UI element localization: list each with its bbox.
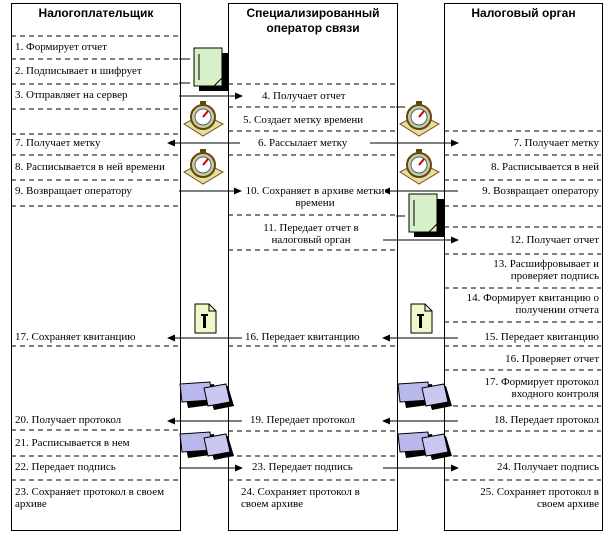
stopwatch-icon bbox=[183, 101, 225, 137]
document-icon bbox=[408, 193, 444, 237]
receipt-icon bbox=[194, 303, 217, 334]
lane-operator: Специализированный оператор связи bbox=[228, 3, 398, 531]
tax-step-7: 7. Получает метку bbox=[513, 137, 599, 149]
taxpayer-step-1: 1. Формирует отчет bbox=[15, 41, 107, 53]
taxpayer-step-3: 3. Отправляет на сервер bbox=[15, 89, 128, 101]
stopwatch-icon bbox=[183, 149, 225, 185]
tax-step-15: 15. Передает квитанцию bbox=[484, 331, 599, 343]
document-icon bbox=[193, 47, 229, 91]
operator-step-16: 16. Передает квитанцию bbox=[245, 331, 360, 343]
envelope-stack-icon bbox=[179, 431, 234, 460]
taxpayer-step-20: 20. Получает протокол bbox=[15, 414, 122, 426]
operator-step-24: 24. Сохраняет протокол в своем архиве bbox=[241, 486, 386, 510]
envelope-stack-icon bbox=[397, 431, 452, 460]
taxpayer-step-7: 7. Получает метку bbox=[15, 137, 101, 149]
lane-taxpayer-title: Налогоплательщик bbox=[38, 6, 154, 20]
taxpayer-step-2: 2. Подписывает и шифрует bbox=[15, 65, 142, 77]
operator-step-10: 10. Сохраняет в архиве метки времени bbox=[245, 185, 385, 209]
taxpayer-step-8: 8. Расписывается в ней времени bbox=[15, 161, 165, 173]
operator-step-23: 23. Передает подпись bbox=[252, 461, 353, 473]
tax-step-24: 24. Получает подпись bbox=[497, 461, 599, 473]
tax-step-16: 16. Проверяет отчет bbox=[505, 353, 599, 365]
receipt-icon bbox=[410, 303, 433, 334]
lane-tax-authority-title: Налоговый орган bbox=[471, 6, 576, 20]
operator-step-6: 6. Рассылает метку bbox=[258, 137, 348, 149]
tax-step-12: 12. Получает отчет bbox=[509, 234, 599, 246]
envelope-stack-icon bbox=[179, 381, 234, 410]
tax-step-13: 13. Расшифровывает и проверяет подпись bbox=[471, 258, 599, 282]
operator-step-19: 19. Передает протокол bbox=[250, 414, 356, 426]
tax-step-9: 9. Возвращает оператору bbox=[482, 185, 599, 197]
operator-step-11: 11. Передает отчет в налоговый орган bbox=[252, 222, 370, 246]
tax-step-25: 25. Сохраняет протокол в своем архиве bbox=[459, 486, 599, 510]
stopwatch-icon bbox=[399, 149, 441, 185]
taxpayer-step-22: 22. Передает подпись bbox=[15, 461, 116, 473]
taxpayer-step-23: 23. Сохраняет протокол в своем архиве bbox=[15, 486, 165, 510]
tax-step-18: 18. Передает протокол bbox=[493, 414, 599, 426]
stopwatch-icon bbox=[399, 101, 441, 137]
operator-step-5: 5. Создает метку времени bbox=[243, 114, 364, 126]
tax-step-17: 17. Формирует протокол входного контроля bbox=[471, 376, 599, 400]
tax-step-8: 8. Расписывается в ней bbox=[491, 161, 599, 173]
operator-step-4: 4. Получает отчет bbox=[262, 90, 346, 102]
taxpayer-step-21: 21. Расписывается в нем bbox=[15, 437, 130, 449]
taxpayer-step-9: 9. Возвращает оператору bbox=[15, 185, 132, 197]
tax-step-14: 14. Формирует квитанцию о получении отче… bbox=[459, 292, 599, 316]
taxpayer-step-17: 17. Сохраняет квитанцию bbox=[15, 331, 136, 343]
lane-operator-title: Специализированный оператор связи bbox=[246, 6, 380, 35]
envelope-stack-icon bbox=[397, 381, 452, 410]
